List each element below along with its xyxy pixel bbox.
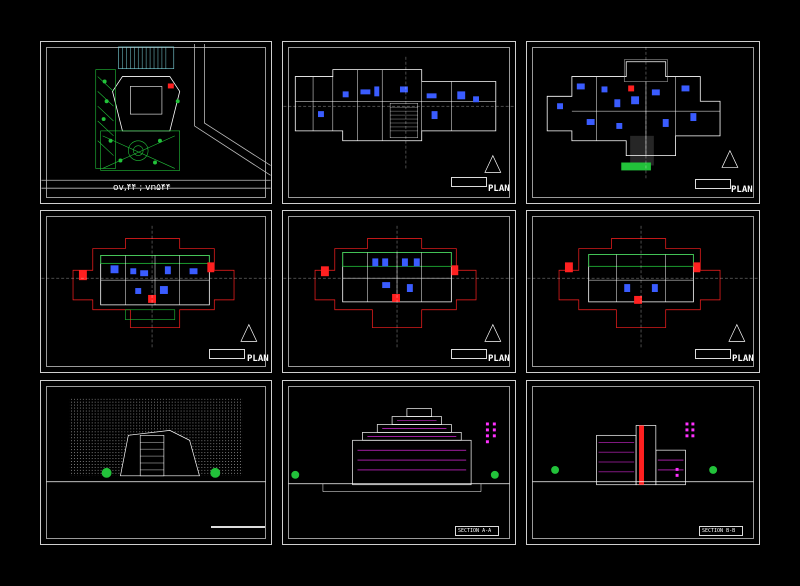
elevation-title [211,526,265,528]
sheet-section-a-a: SECTION A-A [282,380,516,545]
third-floor-drawing [283,225,515,350]
sheet-elevation [40,380,272,545]
sheet-inner-frame [532,216,754,367]
plan-tag: PLAN [732,354,754,364]
plan-title-box [695,179,731,189]
site-plan-drawing [41,43,271,189]
site-dimension-text: ov,۴۴ ; vn۵۴۴ [113,183,171,193]
sheet-inner-frame [46,47,266,198]
second-floor-drawing [41,225,271,350]
sheet-second-floor-plan: PLAN [40,210,272,373]
ground-floor-drawing [283,56,515,173]
sheet-inner-frame [532,47,754,198]
sheet-inner-frame [288,386,510,539]
sheet-inner-frame [288,216,510,367]
section-a-a-drawing [288,408,510,492]
sheet-inner-frame [288,47,510,198]
sheet-third-floor-plan: PLAN [282,210,516,373]
sheet-fourth-floor-plan: PLAN [526,210,760,373]
plan-tag: PLAN [731,185,753,195]
plan-tag: PLAN [488,184,510,194]
sheet-inner-frame [46,386,266,539]
sheet-section-b-b: SECTION B-B [526,380,760,545]
plan-title-box [451,349,487,359]
elevation-drawing [46,398,266,483]
plan-title-box [695,349,731,359]
section-b-b-drawing [532,422,754,486]
sheet-first-floor-plan: PLAN [526,41,760,204]
sheet-inner-frame [46,216,266,367]
section-title: SECTION B-B [699,526,743,536]
plan-title-box [209,349,245,359]
first-floor-drawing [546,46,739,181]
section-title: SECTION A-A [455,526,499,536]
plan-tag: PLAN [488,354,510,364]
plan-title-box [451,177,487,187]
sheet-ground-floor-plan: PLAN [282,41,516,204]
sheet-inner-frame [532,386,754,539]
sheet-site-plan: ov,۴۴ ; vn۵۴۴ [40,41,272,204]
fourth-floor-drawing [527,225,759,350]
plan-tag: PLAN [247,354,269,364]
